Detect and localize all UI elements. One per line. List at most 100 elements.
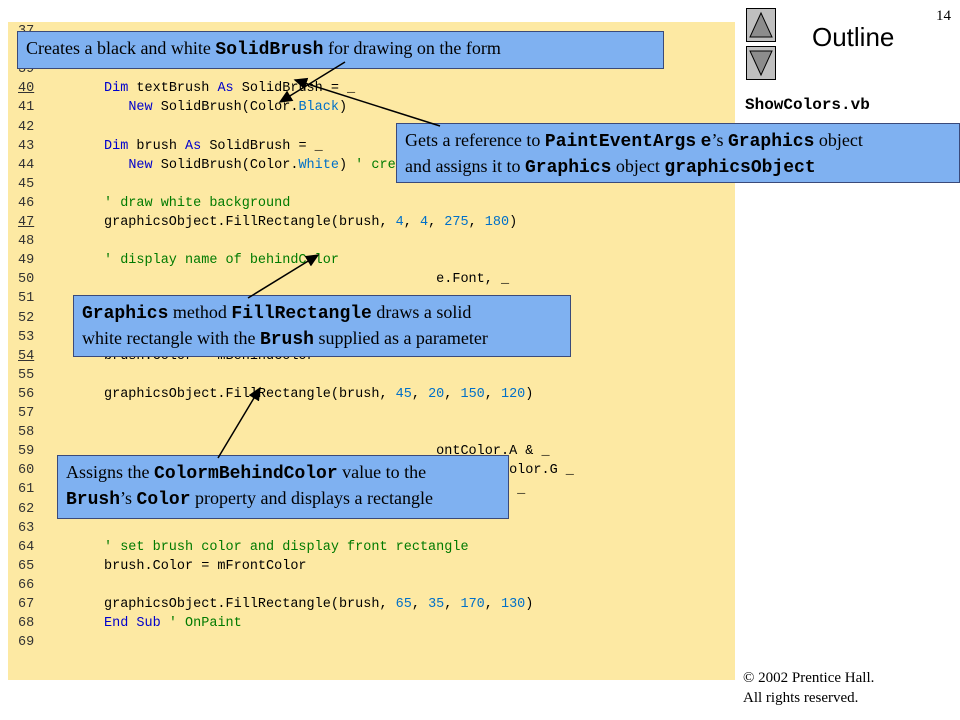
copyright-line: © 2002 Prentice Hall. bbox=[743, 670, 875, 686]
callout-behindcolor: Assigns the ColormBehindColor value to t… bbox=[57, 455, 509, 519]
line-number: 58 bbox=[18, 425, 35, 441]
line-number: 64 bbox=[18, 539, 35, 555]
callout-code: ColormBehindColor bbox=[154, 464, 338, 484]
code-line: 48 bbox=[8, 232, 735, 251]
down-arrow-icon bbox=[749, 50, 773, 77]
callout-code: Graphics bbox=[727, 132, 815, 152]
line-number: 48 bbox=[18, 234, 35, 250]
code-line: 67 graphicsObject.FillRectangle(brush, 65… bbox=[8, 595, 735, 614]
line-number: 52 bbox=[18, 310, 35, 326]
callout-text: Gets a reference to bbox=[405, 130, 545, 150]
callout-text: ’s bbox=[711, 130, 728, 150]
line-number: 50 bbox=[18, 272, 35, 288]
line-number: 49 bbox=[18, 253, 35, 269]
line-number: 46 bbox=[18, 195, 35, 211]
code-text: New SolidBrush(Color.Black) bbox=[128, 100, 348, 116]
file-name: ShowColors.vb bbox=[745, 96, 870, 114]
callout-text: Creates a black and white bbox=[26, 38, 216, 58]
callout-text: ’s bbox=[120, 488, 137, 508]
callout-code: PaintEventArgs bbox=[544, 132, 697, 152]
callout-text: for drawing on the form bbox=[323, 38, 501, 58]
code-line: 46 ' draw white background bbox=[8, 194, 735, 213]
outline-title: Outline bbox=[812, 22, 895, 52]
line-number: 62 bbox=[18, 501, 35, 517]
callout-fillrectangle: Graphics method FillRectangle draws a so… bbox=[73, 295, 571, 357]
callout-code: Graphics bbox=[82, 304, 169, 324]
code-line: 63 bbox=[8, 519, 735, 538]
code-text: Dim textBrush As SolidBrush = _ bbox=[104, 81, 356, 97]
code-text: ' display name of behindColor bbox=[104, 253, 339, 269]
line-number: 43 bbox=[18, 138, 35, 154]
callout-code: Graphics bbox=[525, 158, 612, 178]
code-text: graphicsObject.FillRectangle(brush, 65, … bbox=[104, 597, 534, 612]
line-number: 55 bbox=[18, 367, 35, 383]
line-number: 67 bbox=[18, 597, 35, 612]
callout-code: e bbox=[700, 132, 712, 152]
callout-text: white rectangle with the bbox=[82, 328, 260, 348]
code-text: ' draw white background bbox=[104, 195, 291, 211]
line-number: 57 bbox=[18, 406, 35, 421]
line-number: 63 bbox=[18, 520, 35, 536]
code-line: 49 ' display name of behindColor bbox=[8, 251, 735, 270]
copyright: © 2002 Prentice Hall. All rights reserve… bbox=[743, 668, 874, 708]
callout-text: Assigns the bbox=[66, 462, 155, 482]
callout-solidbrush: Creates a black and white SolidBrush for… bbox=[17, 31, 664, 69]
code-line: 65 brush.Color = mFrontColor bbox=[8, 557, 735, 576]
code-line: 58 bbox=[8, 423, 735, 442]
code-line: 41 New SolidBrush(Color.Black) bbox=[8, 98, 735, 117]
line-number: 41 bbox=[18, 100, 35, 116]
code-line: 40 Dim textBrush As SolidBrush = _ bbox=[8, 79, 735, 98]
code-line: 66 bbox=[8, 576, 735, 595]
code-text: graphicsObject.FillRectangle(brush, 4, 4… bbox=[104, 215, 518, 230]
callout-code: graphicsObject bbox=[664, 158, 816, 178]
line-number: 44 bbox=[18, 157, 35, 173]
code-text: e.Font, _ bbox=[104, 272, 510, 288]
callout-code: Color bbox=[136, 490, 191, 510]
callout-code: FillRectangle bbox=[231, 304, 372, 324]
line-number: 59 bbox=[18, 444, 35, 460]
line-number: 61 bbox=[18, 482, 35, 498]
callout-text: value to the bbox=[337, 462, 427, 482]
code-line: 64' set brush color and display front re… bbox=[8, 538, 735, 557]
code-line: 51 bbox=[8, 289, 735, 308]
up-arrow-button[interactable] bbox=[746, 8, 776, 42]
callout-code: Brush bbox=[259, 330, 314, 350]
callout-text: object bbox=[611, 156, 665, 176]
code-line: 47 graphicsObject.FillRectangle(brush, 4,… bbox=[8, 213, 735, 232]
line-number: 66 bbox=[18, 577, 35, 593]
code-line: 50 e.Font, _ bbox=[8, 270, 735, 289]
code-text: brush.Color = mFrontColor bbox=[104, 558, 307, 574]
down-arrow-button[interactable] bbox=[746, 46, 776, 80]
callout-text: property and displays a rectangle bbox=[190, 488, 433, 508]
code-text: Dim brush As SolidBrush = _ bbox=[104, 138, 323, 154]
line-number: 42 bbox=[18, 119, 35, 135]
line-number: 51 bbox=[18, 291, 35, 307]
code-line: 43 Dim brush As SolidBrush = _ bbox=[8, 137, 735, 156]
callout-code: Brush bbox=[66, 490, 121, 510]
line-number: 47 bbox=[18, 215, 35, 230]
copyright-line: All rights reserved. bbox=[743, 690, 859, 706]
code-line: 42 bbox=[8, 118, 735, 137]
up-arrow-icon bbox=[749, 11, 773, 38]
code-line: 68 End Sub ' OnPaint bbox=[8, 614, 735, 633]
line-number: 68 bbox=[18, 616, 35, 632]
line-number: 65 bbox=[18, 558, 35, 574]
code-line: 69 bbox=[8, 633, 735, 652]
code-line: 57 bbox=[8, 404, 735, 423]
callout-text: supplied as a parameter bbox=[313, 328, 488, 348]
line-number: 60 bbox=[18, 463, 35, 479]
line-number: 69 bbox=[18, 635, 35, 651]
page-number: 14 bbox=[936, 8, 951, 24]
callout-text: method bbox=[168, 302, 232, 322]
callout-text: object bbox=[814, 130, 863, 150]
callout-code: SolidBrush bbox=[215, 40, 324, 60]
line-number: 40 bbox=[18, 81, 35, 97]
line-number: 53 bbox=[18, 329, 35, 345]
code-line: 45 bbox=[8, 175, 735, 194]
callout-graphics-reference: Gets a reference to PaintEventArgs e’s G… bbox=[396, 123, 960, 183]
line-number: 56 bbox=[18, 386, 35, 402]
callout-text: draws a solid bbox=[371, 302, 472, 322]
code-line: 52 bbox=[8, 309, 735, 328]
code-text: End Sub ' OnPaint bbox=[104, 616, 242, 632]
